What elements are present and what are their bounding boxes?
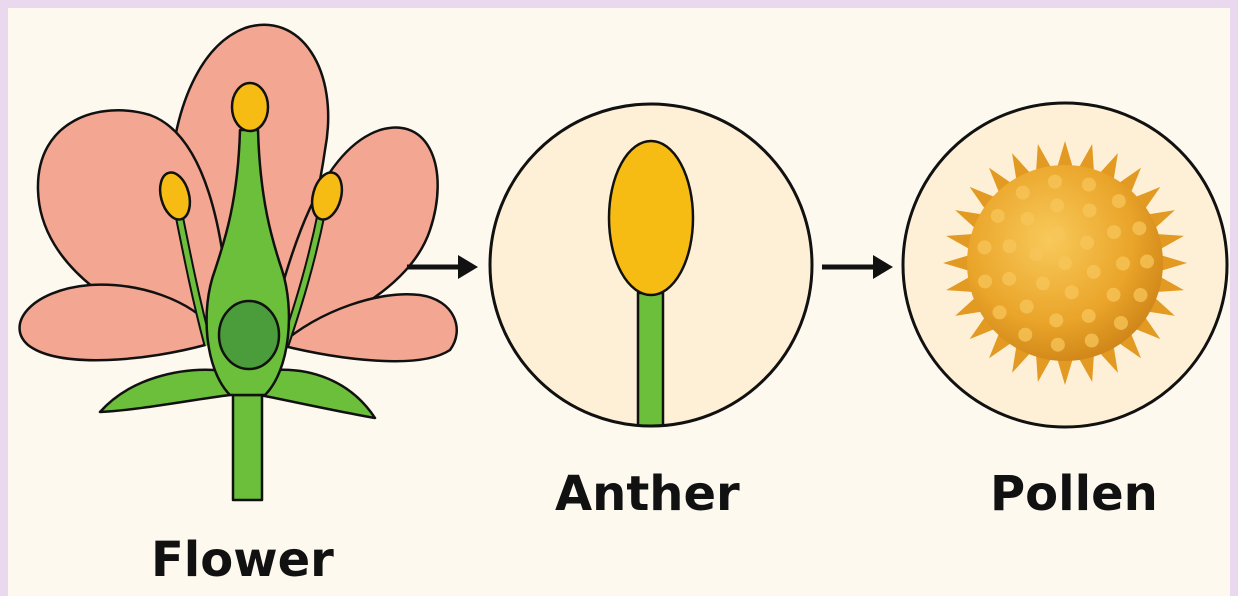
pollen-bump [1133,288,1147,302]
arrow-right-icon [822,255,893,279]
pollen-bump [1049,313,1063,327]
pollen-bump [1114,316,1128,330]
pollen-bump [1051,338,1065,352]
pollen-bump [1083,203,1097,217]
pollen-bump [1050,199,1064,213]
pollen-bump [1020,299,1034,313]
anther-closeup-icon [490,104,812,433]
anther-filament [638,293,663,433]
pollen-bump [1140,255,1154,269]
pollen-bump [1020,212,1034,226]
pollen-bump [1116,257,1130,271]
pollen-label: Pollen [990,470,1158,518]
anther-head [609,141,693,295]
sepal-left [100,370,230,412]
stigma [232,83,268,131]
pollen-bump [978,274,992,288]
pollen-bump [1080,236,1094,250]
pollen-bump [1132,221,1146,235]
pollen-bump [1002,239,1016,253]
pollen-bump [991,209,1005,223]
pollen-bump [1036,276,1050,290]
anther-label: Anther [555,470,740,518]
pollen-bump [1029,247,1043,261]
pollen-bump [1087,265,1101,279]
arrow-right-icon [407,255,478,279]
flower-illustration [20,25,457,500]
pollen-bump [1002,272,1016,286]
pollen-bump [1082,309,1096,323]
stem [233,395,262,500]
pollen-bump [1016,186,1030,200]
pollen-bump [1051,227,1065,241]
pollen-grain-icon [903,103,1227,427]
pollen-bump [1082,178,1096,192]
pollen-bump [993,305,1007,319]
flower-label: Flower [151,536,334,584]
pollen-bump [1048,175,1062,189]
ovary [219,301,279,369]
pollen-bump [1018,328,1032,342]
pollen-bump [1065,285,1079,299]
pollen-bump [1085,334,1099,348]
pollen-bump [1107,288,1121,302]
pollen-bump [1112,194,1126,208]
pollen-bump [1107,225,1121,239]
pollen-bump [1058,256,1072,270]
pollen-bump [978,240,992,254]
